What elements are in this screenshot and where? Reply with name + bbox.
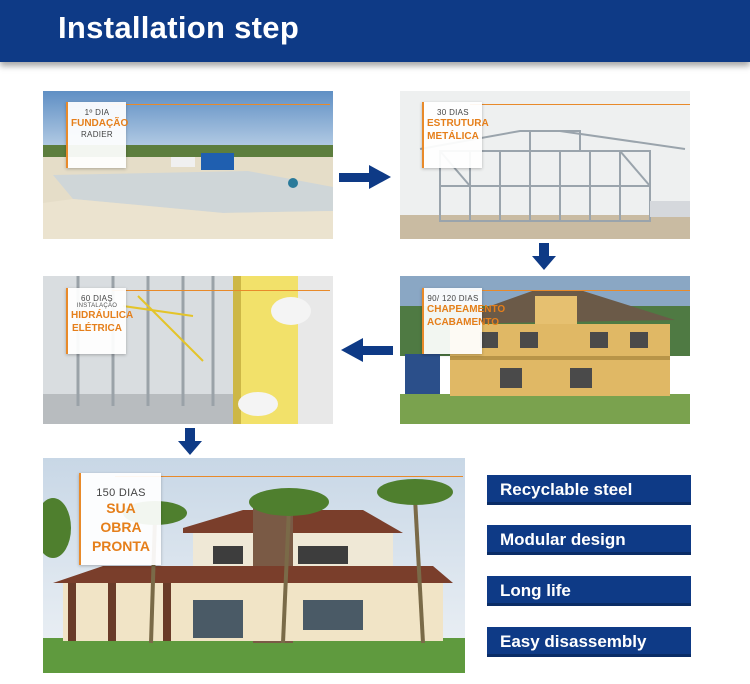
stage-label-installation: 60 DIAS INSTALAÇÃO HIDRÁULICA ELÉTRICA	[66, 288, 134, 354]
arrow-right-icon	[339, 165, 391, 189]
stage-day: 60 DIAS	[81, 294, 113, 303]
stage-title: CHAPEAMENTO	[427, 304, 506, 315]
stage-title: ACABAMENTO	[427, 317, 500, 328]
stage-label-finished: 150 DIAS SUA OBRA PRONTA	[79, 473, 161, 565]
stage-title: FUNDAÇÃO	[71, 118, 129, 129]
stage-title: PRONTA	[91, 538, 151, 554]
photo-foundation	[43, 91, 333, 239]
feature-recyclable-steel: Recyclable steel	[487, 475, 691, 505]
stage-sub: INSTALAÇÃO	[76, 303, 118, 309]
arrow-left-icon	[341, 338, 393, 362]
stage-day: 150 DIAS	[96, 487, 146, 499]
page-title: Installation step	[58, 10, 300, 45]
feature-modular-design: Modular design	[487, 525, 691, 555]
stage-day: 90/ 120 DIAS	[427, 294, 479, 303]
feature-long-life: Long life	[487, 576, 691, 606]
header-banner: Installation step	[0, 0, 750, 62]
stage-day: 30 DIAS	[437, 108, 469, 117]
stage-label-metal-structure: 30 DIAS ESTRUTURA METÁLICA	[422, 102, 489, 168]
stage-title: HIDRÁULICA	[71, 310, 134, 321]
arrow-down-icon	[178, 428, 202, 455]
feature-easy-disassembly: Easy disassembly	[487, 627, 691, 657]
stage-label-foundation: 1º DIA FUNDAÇÃO RADIER	[66, 102, 129, 168]
arrow-down-icon	[532, 243, 556, 270]
stage-day: 1º DIA	[84, 108, 110, 117]
stage-title: ESTRUTURA	[427, 118, 489, 129]
stage-label-cladding: 90/ 120 DIAS CHAPEAMENTO ACABAMENTO	[422, 288, 506, 354]
stage-title: METÁLICA	[427, 131, 479, 142]
stage-title: SUA OBRA	[100, 500, 142, 535]
stage-subtitle: RADIER	[80, 130, 114, 139]
stage-title: ELÉTRICA	[72, 323, 122, 334]
